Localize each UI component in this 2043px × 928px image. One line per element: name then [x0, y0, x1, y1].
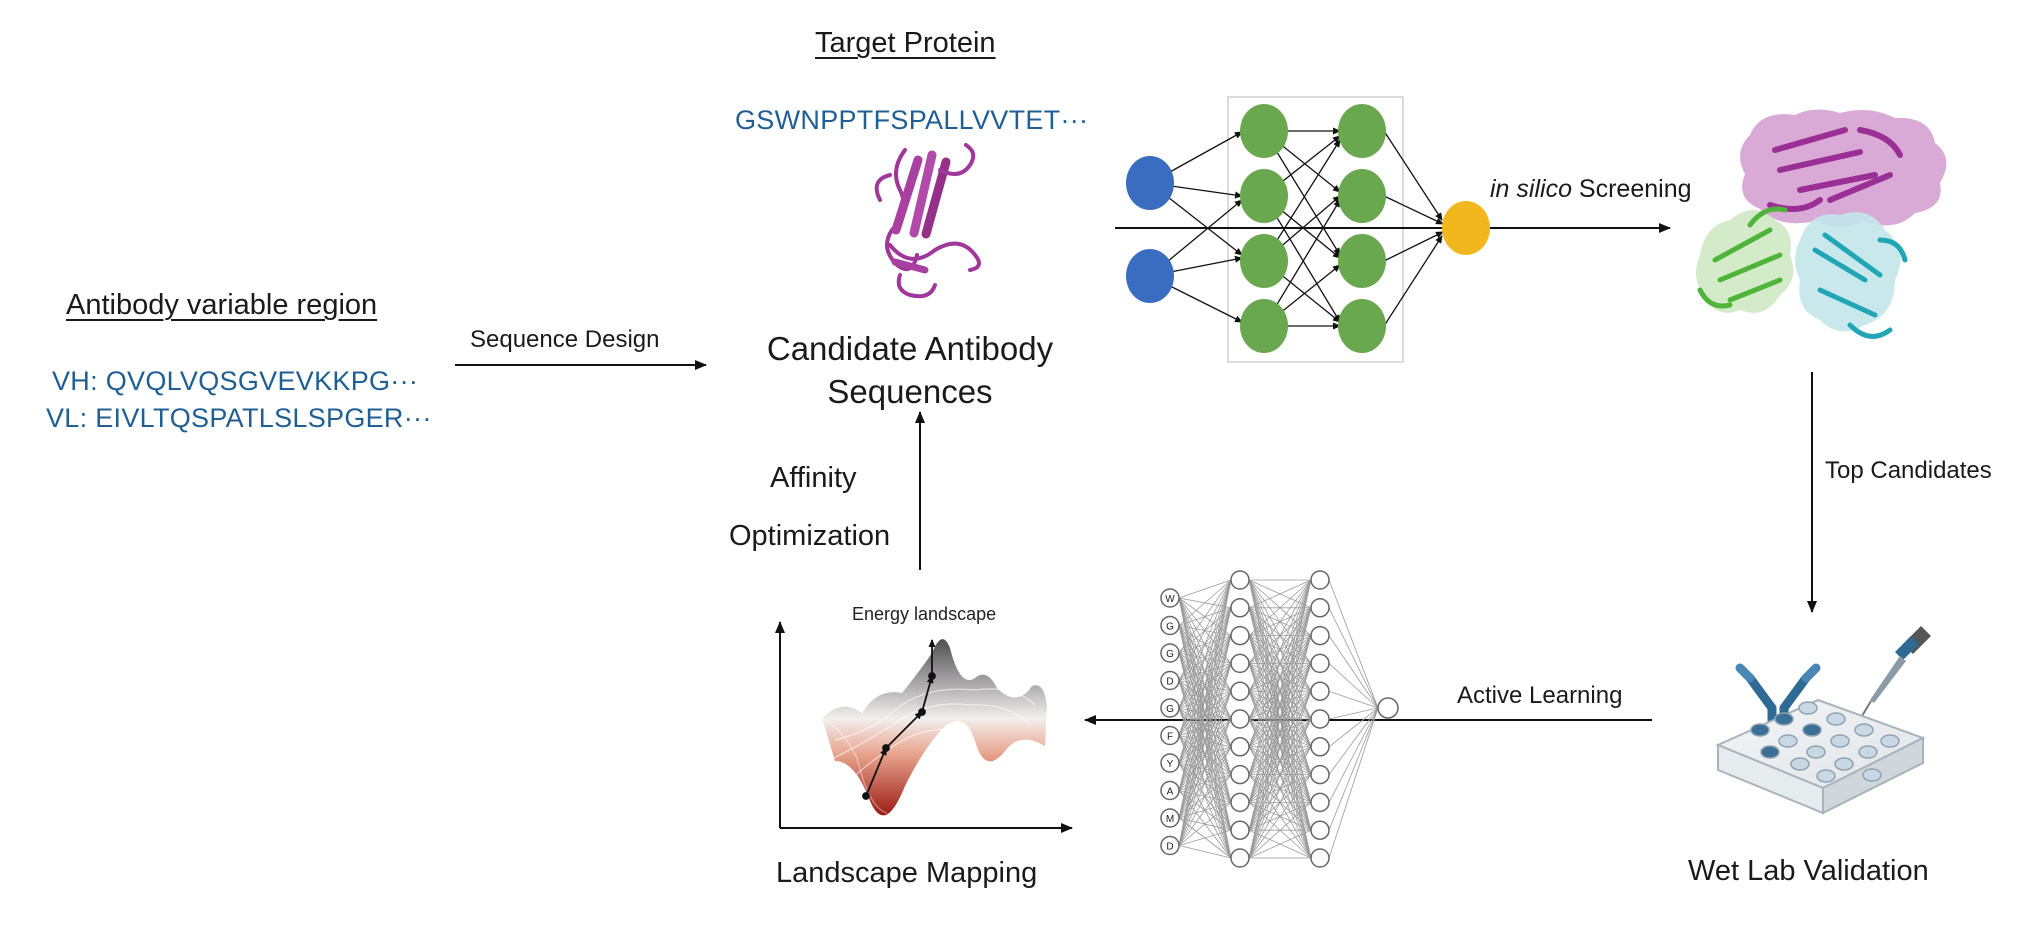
hidden-node — [1310, 820, 1330, 840]
output-node — [1377, 697, 1399, 719]
affinity-label: Affinity — [770, 462, 857, 494]
hidden-node — [1338, 234, 1386, 288]
residue-input-node — [1160, 643, 1180, 663]
network-nodes — [1126, 104, 1490, 353]
hidden-node — [1310, 625, 1330, 646]
active-learning-label: Active Learning — [1457, 682, 1623, 709]
optimization-path — [862, 639, 936, 800]
residue-letter: G — [1166, 704, 1174, 715]
top-candidates-label: Top Candidates — [1825, 457, 1992, 484]
input-node — [1126, 156, 1174, 210]
screening-label: in silico Screening — [1490, 175, 1692, 204]
hidden-node — [1310, 764, 1330, 785]
hidden-node — [1338, 299, 1386, 353]
hidden-node — [1310, 737, 1330, 757]
residue-letter: D — [1166, 677, 1173, 688]
hidden-node — [1240, 234, 1288, 288]
residue-input-node — [1160, 588, 1180, 608]
hidden-node — [1310, 709, 1330, 729]
hidden-node — [1230, 570, 1250, 590]
candidate-line-1: Candidate Antibody — [766, 330, 1054, 367]
hidden-node — [1338, 169, 1386, 223]
plate-wells — [1750, 701, 1900, 783]
candidate-line-2: Sequences — [827, 373, 993, 410]
target-protein-structure-icon — [874, 143, 981, 299]
input-node — [1126, 249, 1174, 303]
residue-letter: G — [1166, 622, 1174, 633]
residue-input-node — [1160, 835, 1180, 856]
residue-letter: F — [1167, 732, 1173, 743]
screening-text: Screening — [1571, 175, 1692, 203]
hidden-node — [1310, 848, 1330, 868]
residue-letter: G — [1166, 649, 1174, 660]
target-protein-title: Target Protein — [815, 27, 996, 59]
vl-sequence: VL: EIVLTQSPATLSLSPGER··· — [46, 403, 432, 433]
in-silico-text: in silico — [1490, 175, 1572, 203]
antibody-region-title: Antibody variable region — [66, 289, 378, 321]
wet-lab-illustration — [1715, 626, 1931, 815]
output-node — [1442, 201, 1490, 255]
residue-input-node — [1160, 615, 1180, 636]
hidden-node — [1240, 104, 1288, 158]
sequence-design-label: Sequence Design — [470, 326, 660, 353]
vh-sequence: VH: QVQLVQSGVEVKKPG··· — [52, 366, 419, 396]
antibody-antigen-complex-icon — [1696, 109, 1947, 339]
hidden-node — [1240, 299, 1288, 353]
candidate-sequences-label: Candidate Antibody Sequences — [740, 327, 1080, 413]
energy-landscape-surface — [821, 639, 1047, 816]
hidden-node — [1310, 598, 1330, 618]
residue-input-node — [1160, 753, 1180, 773]
residue-input-node — [1160, 808, 1180, 828]
hidden-node — [1230, 764, 1250, 785]
landscape-mapping-label: Landscape Mapping — [776, 857, 1038, 889]
hidden-node — [1230, 737, 1250, 757]
residue-letter: M — [1166, 814, 1174, 825]
hidden-node — [1230, 681, 1250, 701]
residue-input-node — [1160, 780, 1180, 801]
hidden-node — [1230, 653, 1250, 674]
hidden-node — [1230, 598, 1250, 618]
hidden-node — [1240, 169, 1288, 223]
hidden-node — [1230, 625, 1250, 646]
wet-lab-label: Wet Lab Validation — [1688, 855, 1929, 887]
hidden-node — [1230, 820, 1250, 840]
hidden-node — [1338, 104, 1386, 158]
residue-input-node — [1160, 725, 1180, 746]
residue-letter: A — [1167, 787, 1174, 798]
residue-letter: W — [1165, 594, 1175, 605]
network-edges — [1178, 579, 1379, 859]
hidden-node — [1310, 792, 1330, 813]
pipette-icon — [1861, 626, 1931, 717]
hidden-node — [1310, 681, 1330, 701]
hidden-node — [1310, 653, 1330, 674]
network-frame — [1227, 96, 1404, 363]
residue-letter: D — [1166, 842, 1173, 853]
residue-letter: Y — [1167, 759, 1174, 770]
target-sequence: GSWNPPTFSPALLVVTET··· — [735, 105, 1089, 135]
hidden-node — [1310, 570, 1330, 590]
hidden-node — [1230, 709, 1250, 729]
optimization-label: Optimization — [729, 520, 891, 552]
hidden-node — [1230, 848, 1250, 868]
residue-input-node — [1160, 698, 1180, 718]
residue-input-node — [1160, 670, 1180, 691]
feedforward-network-icon: W G G D G F Y A M D — [1160, 570, 1399, 868]
energy-landscape-title: Energy landscape — [852, 604, 997, 624]
hidden-node — [1230, 792, 1250, 813]
